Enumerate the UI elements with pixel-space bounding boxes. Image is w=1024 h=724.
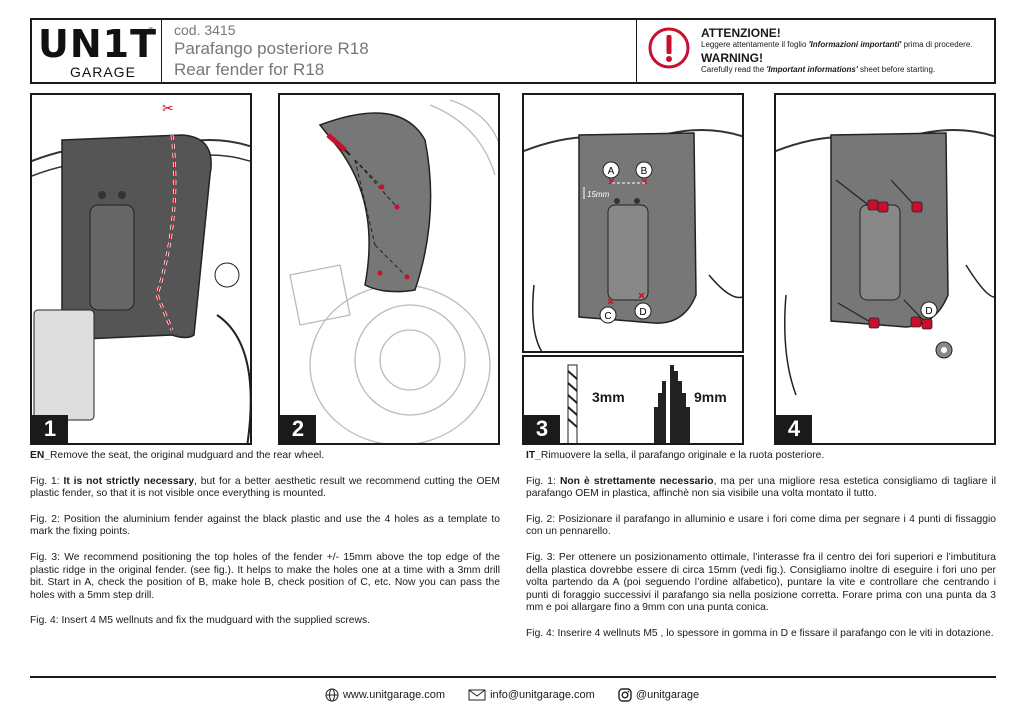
instructions-it: IT_Rimuovere la sella, il parafango orig… — [526, 450, 996, 654]
footer: www.unitgarage.com info@unitgarage.com @… — [0, 688, 1024, 702]
en-intro: EN_Remove the seat, the original mudguar… — [30, 450, 325, 461]
it-step-fig2: Fig. 2: Posizionare il parafango in allu… — [526, 513, 996, 538]
footer-website[interactable]: www.unitgarage.com — [325, 688, 448, 702]
it-step-fig4: Fig. 4: Inserire 4 wellnuts M5 , lo spes… — [526, 627, 994, 639]
figure-2-number: 2 — [280, 415, 316, 443]
en-step-fig4: Fig. 4: Insert 4 M5 wellnuts and fix the… — [30, 615, 370, 627]
figure-3-number: 3 — [524, 415, 560, 443]
figure-1: ✂ 1 — [30, 93, 252, 445]
footer-divider — [30, 676, 996, 678]
header: UN1T ® GARAGE cod. 3415 Parafango poster… — [30, 18, 996, 84]
it-step-fig1: Fig. 1: Non è strettamente necessario, m… — [526, 475, 996, 500]
instructions-en: EN_Remove the seat, the original mudguar… — [30, 450, 500, 641]
product-code: cod. 3415 — [174, 22, 236, 38]
figure-2: 2 — [278, 93, 500, 445]
footer-instagram[interactable]: @unitgarage — [618, 688, 699, 702]
figure-3-drills: 3mm 9mm 3 — [522, 355, 744, 445]
instagram-icon — [618, 688, 632, 702]
marker-b: B — [641, 166, 648, 177]
logo-wordmark: UN1T — [38, 22, 158, 66]
warning-text: ATTENZIONE! Leggere attentamente il fogl… — [701, 26, 973, 76]
warning-body-it: Leggere attentamente il foglio 'Informaz… — [701, 40, 973, 49]
figure-4: D 4 — [774, 93, 996, 445]
marker-a: A — [608, 166, 615, 177]
logo-subtitle: GARAGE — [70, 64, 136, 80]
figure-2-illustration — [289, 99, 498, 443]
it-step-fig3: Fig. 3: Per ottenere un posizionamento o… — [526, 551, 996, 614]
step-drill-icon — [654, 365, 690, 443]
marker-d: D — [639, 307, 646, 318]
figure-4-number: 4 — [776, 415, 812, 443]
figure-3-illustration: A B C D 15mm — [524, 129, 742, 351]
brand-logo: UN1T ® GARAGE — [32, 20, 162, 82]
figure-1-illustration: ✂ — [32, 101, 250, 443]
measure-label: 15mm — [587, 190, 610, 199]
drill-size-small: 3mm — [592, 389, 625, 405]
marker-c: C — [604, 311, 611, 322]
product-title-it: Parafango posteriore R18 — [174, 39, 369, 58]
drill-bits-illustration — [567, 364, 690, 443]
figure-4-illustration: D — [776, 129, 994, 396]
scissors-icon: ✂ — [162, 101, 174, 117]
figure-1-number: 1 — [32, 415, 68, 443]
figure-3: A B C D 15mm — [522, 93, 744, 353]
warning-box: ATTENZIONE! Leggere attentamente il fogl… — [636, 20, 996, 82]
warning-icon — [648, 27, 690, 69]
product-title-en: Rear fender for R18 — [174, 60, 325, 79]
warning-title-it: ATTENZIONE! — [701, 26, 781, 40]
en-step-fig3: Fig. 3: We recommend positioning the top… — [30, 551, 500, 601]
en-step-fig1: Fig. 1: It is not strictly necessary, bu… — [30, 475, 500, 500]
en-step-fig2: Fig. 2: Position the aluminium fender ag… — [30, 513, 500, 538]
warning-body-en: Carefully read the 'Important informatio… — [701, 65, 936, 74]
globe-icon — [325, 688, 339, 702]
product-info: cod. 3415 Parafango posteriore R18 Rear … — [174, 22, 369, 80]
mail-icon — [468, 689, 486, 701]
twist-drill-icon — [567, 364, 578, 443]
warning-title-en: WARNING! — [701, 51, 763, 65]
it-intro: IT_Rimuovere la sella, il parafango orig… — [526, 450, 825, 461]
marker-d-fig4: D — [925, 306, 932, 317]
footer-email[interactable]: info@unitgarage.com — [468, 689, 598, 701]
drill-size-step: 9mm — [694, 389, 727, 405]
logo-registered-mark: ® — [148, 26, 154, 35]
